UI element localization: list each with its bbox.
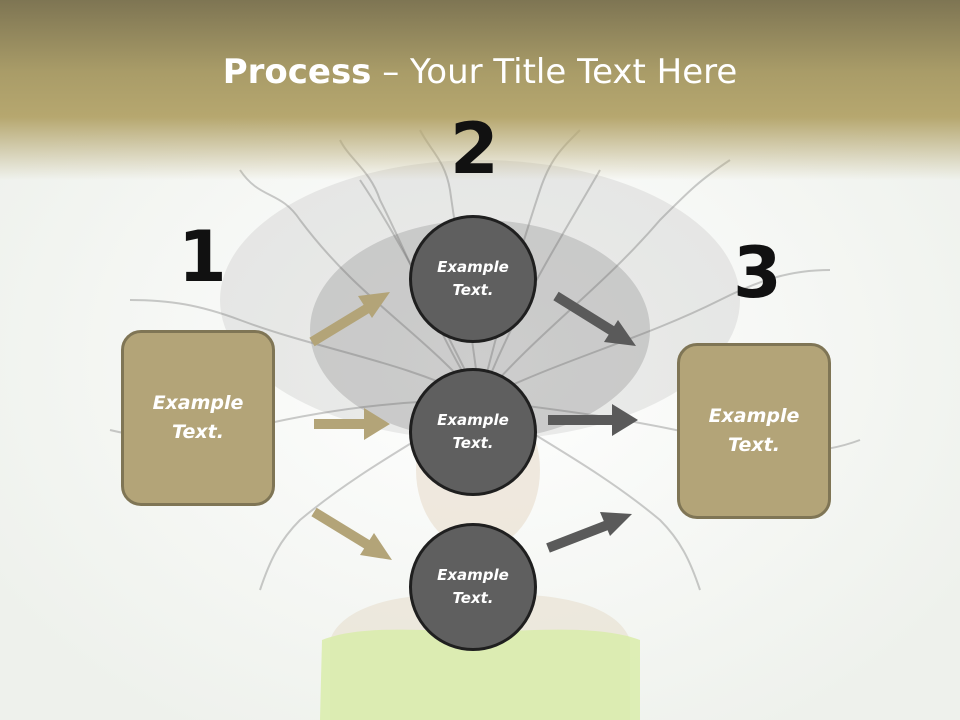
step-circle-2-text: Example Text. bbox=[437, 411, 509, 452]
arrow-from-circle-1 bbox=[553, 291, 636, 346]
slide-title: Process – Your Title Text Here bbox=[0, 52, 960, 92]
step-box-1-text: Example Text. bbox=[152, 392, 244, 443]
step-circle-1-text: Example Text. bbox=[437, 258, 509, 299]
step-number-2: 2 bbox=[450, 108, 499, 190]
title-rest: – Your Title Text Here bbox=[371, 52, 738, 92]
step-circle-2: Example Text. bbox=[409, 368, 537, 496]
arrow-to-circle-2 bbox=[314, 408, 390, 440]
title-bar bbox=[0, 0, 960, 180]
step-circle-3: Example Text. bbox=[409, 523, 537, 651]
arrow-to-circle-3 bbox=[311, 507, 392, 560]
arrow-from-circle-3 bbox=[546, 512, 632, 553]
arrow-to-circle-1 bbox=[309, 292, 390, 347]
step-number-1: 1 bbox=[178, 216, 227, 298]
arrow-from-circle-2 bbox=[548, 404, 638, 436]
step-box-1: Example Text. bbox=[121, 330, 275, 506]
step-box-3-text: Example Text. bbox=[708, 405, 800, 456]
title-bold: Process bbox=[222, 52, 372, 92]
step-box-3: Example Text. bbox=[677, 343, 831, 519]
step-circle-3-text: Example Text. bbox=[437, 566, 509, 607]
step-circle-1: Example Text. bbox=[409, 215, 537, 343]
step-number-3: 3 bbox=[733, 232, 782, 314]
